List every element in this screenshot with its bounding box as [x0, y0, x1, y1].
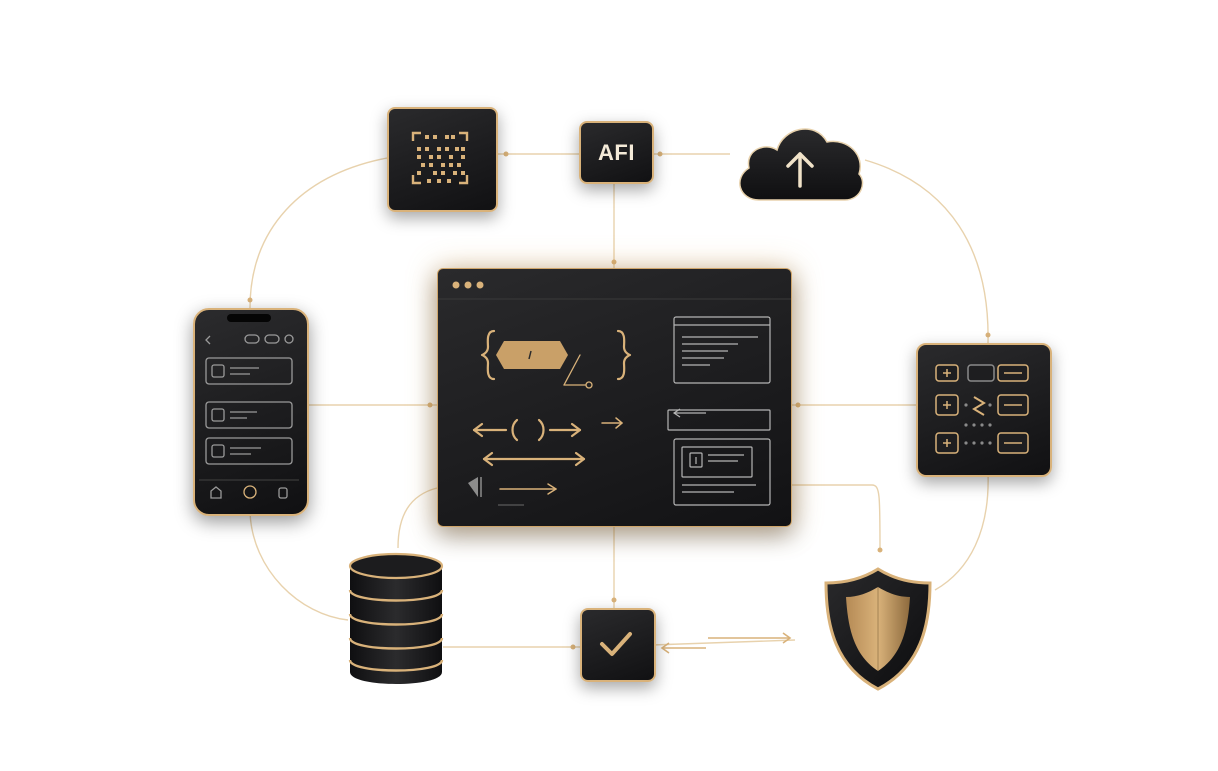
tag-shape [496, 341, 568, 369]
api-label: AFI [598, 139, 635, 165]
link-cloud-keypad [864, 159, 989, 344]
link-check-shield [651, 639, 796, 646]
window-controls [452, 281, 484, 289]
link-window-shield [790, 484, 881, 551]
keypad-node[interactable] [916, 343, 1052, 477]
double-arrow-icon [660, 632, 792, 654]
code-editor-window-icon [438, 281, 791, 506]
link-keypad-shield [934, 472, 989, 591]
link-phone-database [249, 511, 349, 621]
api-node[interactable]: AFI [579, 121, 654, 184]
link-window-database [397, 487, 438, 549]
database-icon[interactable] [346, 552, 446, 688]
shield-icon[interactable] [822, 565, 934, 693]
checkmark-node[interactable] [580, 608, 656, 682]
qr-code-icon [411, 131, 469, 185]
mobile-app-icon [199, 314, 299, 499]
cloud-upload-icon[interactable] [731, 116, 867, 206]
keypad-icon [935, 364, 1029, 454]
mobile-phone-node[interactable] [193, 308, 309, 516]
checkmark-icon [600, 632, 632, 656]
qr-code-node[interactable] [387, 107, 498, 212]
code-editor-window[interactable] [437, 268, 792, 527]
link-qr-phone [249, 157, 388, 309]
